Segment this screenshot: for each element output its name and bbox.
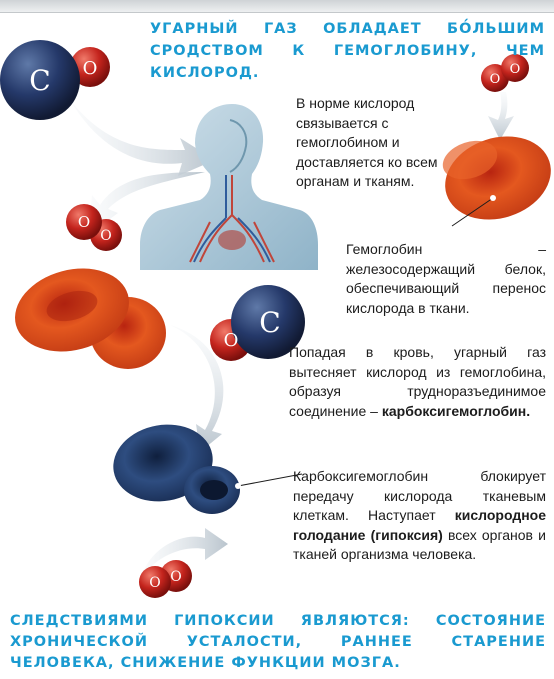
arrow-o2-to-rbc	[488, 92, 514, 140]
oxygen-atom	[70, 47, 110, 87]
arrow-co-to-person	[70, 100, 215, 176]
hemoglobin-definition: Гемоглобин – железосодержащий белок, обе…	[346, 241, 546, 316]
co-entry-term: карбоксигемоглобин.	[381, 402, 531, 419]
symbol-oxygen: O	[510, 62, 521, 77]
symbol-oxygen: O	[100, 228, 111, 244]
oxygen-atom	[139, 566, 171, 598]
main-heading: УГАРНЫЙ ГАЗ ОБЛАДАЕТ БО́ЛЬШИМ СРОДСТВОМ …	[150, 21, 545, 81]
hemoglobin-pointer	[451, 197, 494, 227]
hemoglobin-pointer-dot	[490, 195, 496, 201]
human-silhouette	[140, 104, 318, 270]
o2-molecule-top	[481, 54, 529, 92]
blocking-body-1: Карбоксигемоглобин блокирует передачу ки…	[293, 468, 546, 523]
symbol-carbon-middle: C	[259, 306, 280, 339]
blocking-body-2: всех органов и тканей организма человека…	[293, 526, 546, 563]
co-entry-text: Попадая в кровь, угарный газ вытесняет к…	[289, 343, 546, 421]
symbol-carbon-top: C	[29, 64, 50, 97]
symbol-oxygen: O	[78, 213, 90, 231]
o2-molecule-bottom	[139, 560, 192, 598]
oxygen-atom	[501, 54, 529, 82]
flow-arrows	[70, 92, 514, 580]
hypoxia-term: кислородное голодание (гипоксия)	[293, 507, 546, 543]
symbol-oxygen: O	[149, 575, 160, 591]
co-molecule-middle	[210, 285, 305, 361]
carbon-atom	[231, 285, 305, 359]
co-entry-body: Попадая в кровь, угарный газ вытесняет к…	[289, 344, 546, 419]
symbol-oxygen: O	[170, 569, 181, 585]
arrow-rbc-to-co-rbc	[170, 325, 224, 452]
symbol-oxygen-middle: O	[224, 330, 239, 351]
oxygen-atom	[66, 204, 102, 240]
carboxyhemoglobin-cells	[113, 424, 240, 514]
symbol-oxygen: O	[490, 72, 501, 87]
blocking-text: Карбоксигемоглобин блокирует передачу ки…	[293, 467, 546, 565]
arrow-person-to-o2	[88, 172, 205, 235]
top-page-edge	[0, 0, 554, 13]
co-molecule-top	[0, 40, 110, 120]
carboxyhemoglobin-pointer	[237, 473, 303, 487]
normal-binding-text: В норме кислород связывается с гемоглоби…	[296, 95, 438, 189]
conclusion-heading: СЛЕДСТВИЯМИ ГИПОКСИИ ЯВЛЯЮТСЯ: СОСТОЯНИЕ…	[10, 613, 546, 671]
arrow-co-rbc-to-o2	[140, 528, 228, 580]
o2-molecule-left	[66, 204, 122, 251]
red-blood-cells-pair	[15, 268, 166, 369]
red-blood-cell-right	[442, 136, 551, 220]
carboxyhemoglobin-pointer-dot	[235, 483, 241, 489]
symbol-oxygen-top: O	[83, 58, 98, 79]
carbon-atom	[0, 40, 80, 120]
